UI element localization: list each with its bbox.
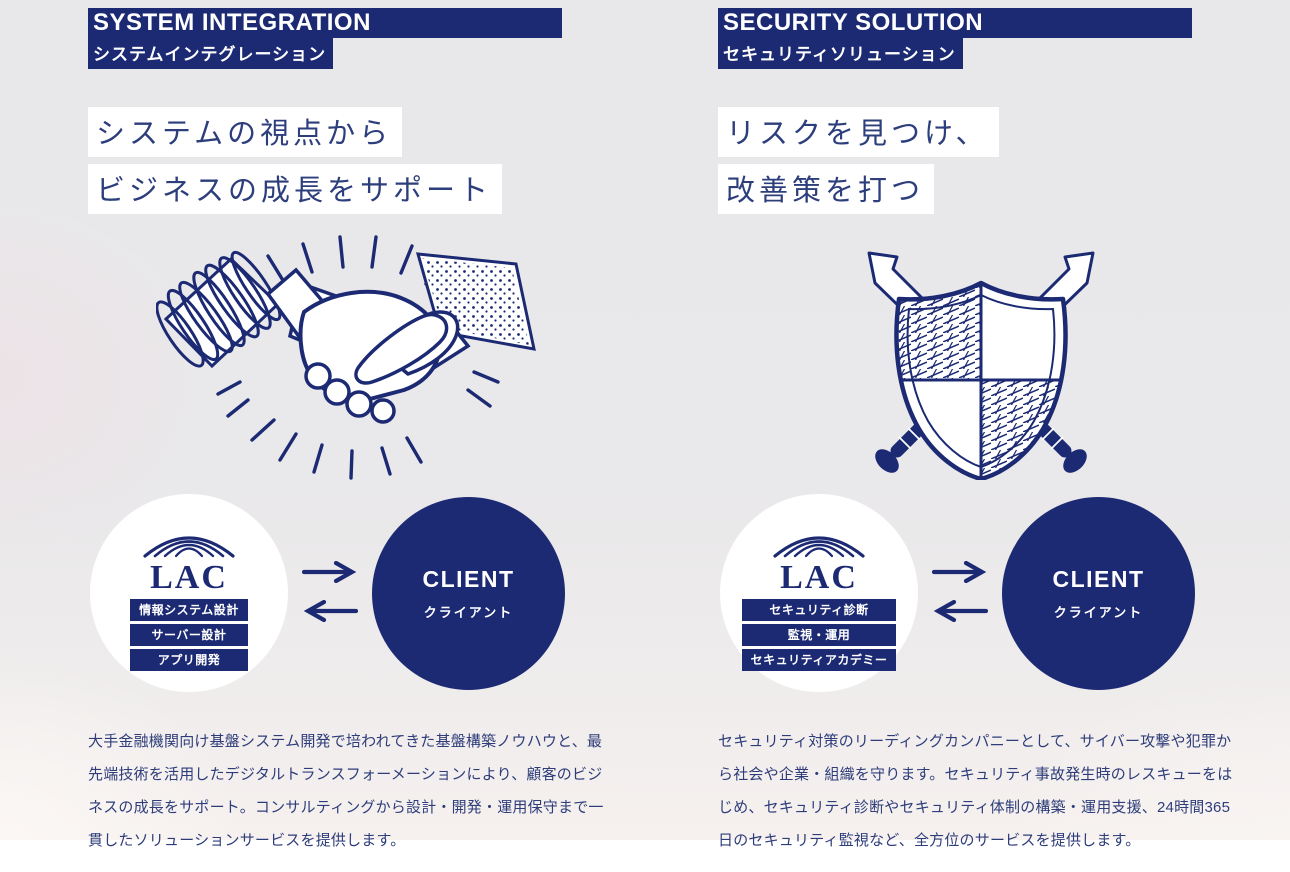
- service-item: アプリ開発: [130, 649, 248, 671]
- client-label: CLIENT: [1052, 565, 1145, 592]
- heading-line: リスクを見つけ、: [718, 107, 999, 157]
- service-item: 監視・運用: [741, 624, 897, 646]
- flow-arrows: [918, 560, 1002, 622]
- flow-arrows: [288, 560, 372, 622]
- arrow-right-icon: [302, 560, 357, 583]
- illustration-area: [88, 224, 613, 480]
- client-sublabel: クライアント: [423, 604, 514, 620]
- illustration-area: [718, 224, 1243, 480]
- section-description: セキュリティ対策のリーディングカンパニーとして、サイバー攻撃や犯罪から社会や企業…: [718, 733, 1233, 849]
- service-item: サーバー設計: [130, 624, 248, 646]
- sleeve-scribble: [155, 250, 281, 368]
- service-flow-diagram: LAC 情報システム設計 サーバー設計 アプリ開発: [88, 494, 613, 692]
- service-list: 情報システム設計 サーバー設計 アプリ開発: [130, 599, 248, 674]
- column-security-solution: SECURITY SOLUTION セキュリティソリューション リスクを見つけ、…: [718, 8, 1243, 872]
- svg-text:LAC: LAC: [780, 559, 858, 592]
- arrow-left-icon: [303, 599, 358, 622]
- shield-swords-illustration: [867, 251, 1094, 480]
- service-item: 情報システム設計: [130, 599, 248, 621]
- heading-line: システムの視点から: [88, 107, 403, 157]
- arrow-right-icon: [932, 560, 987, 583]
- knuckles: [303, 362, 396, 424]
- service-item: セキュリティアカデミー: [741, 649, 897, 671]
- client-label: CLIENT: [422, 565, 515, 592]
- rays: [215, 235, 500, 480]
- section-description: 大手金融機関向け基盤システム開発で培われてきた基盤構築ノウハウと、最先端技術を活…: [88, 733, 604, 849]
- svg-text:LAC: LAC: [150, 559, 228, 592]
- page-background: SYSTEM INTEGRATION システムインテグレーション システムの視点…: [0, 0, 1290, 849]
- service-flow-diagram: LAC セキュリティ診断 監視・運用 セキュリティアカデミー: [718, 494, 1243, 692]
- section-title: SECURITY SOLUTION: [723, 9, 984, 36]
- section-heading: リスクを見つけ、 改善策を打つ: [718, 107, 1243, 214]
- section-subtitle: システムインテグレーション: [88, 38, 334, 69]
- section-title: SYSTEM INTEGRATION: [93, 9, 371, 36]
- client-circle: CLIENT クライアント: [1002, 496, 1195, 690]
- service-list: セキュリティ診断 監視・運用 セキュリティアカデミー: [741, 599, 897, 674]
- lac-logo: LAC: [143, 536, 235, 592]
- section-title-bar: SYSTEM INTEGRATION: [88, 8, 562, 38]
- lac-logo: LAC: [773, 536, 865, 592]
- lac-circle: LAC セキュリティ診断 監視・運用 セキュリティアカデミー: [720, 494, 918, 692]
- heading-line: ビジネスの成長をサポート: [88, 164, 503, 214]
- section-subtitle: セキュリティソリューション: [718, 38, 963, 69]
- arrow-left-icon: [933, 599, 988, 622]
- thumb: [353, 312, 448, 385]
- section-title-bar: SECURITY SOLUTION: [718, 8, 1192, 38]
- section-heading: システムの視点から ビジネスの成長をサポート: [88, 107, 613, 214]
- column-system-integration: SYSTEM INTEGRATION システムインテグレーション システムの視点…: [88, 8, 613, 872]
- lac-circle: LAC 情報システム設計 サーバー設計 アプリ開発: [90, 494, 288, 692]
- client-circle: CLIENT クライアント: [372, 496, 565, 690]
- service-item: セキュリティ診断: [741, 599, 897, 621]
- client-sublabel: クライアント: [1053, 604, 1144, 620]
- handshake-illustration: [155, 235, 536, 480]
- heading-line: 改善策を打つ: [718, 164, 935, 214]
